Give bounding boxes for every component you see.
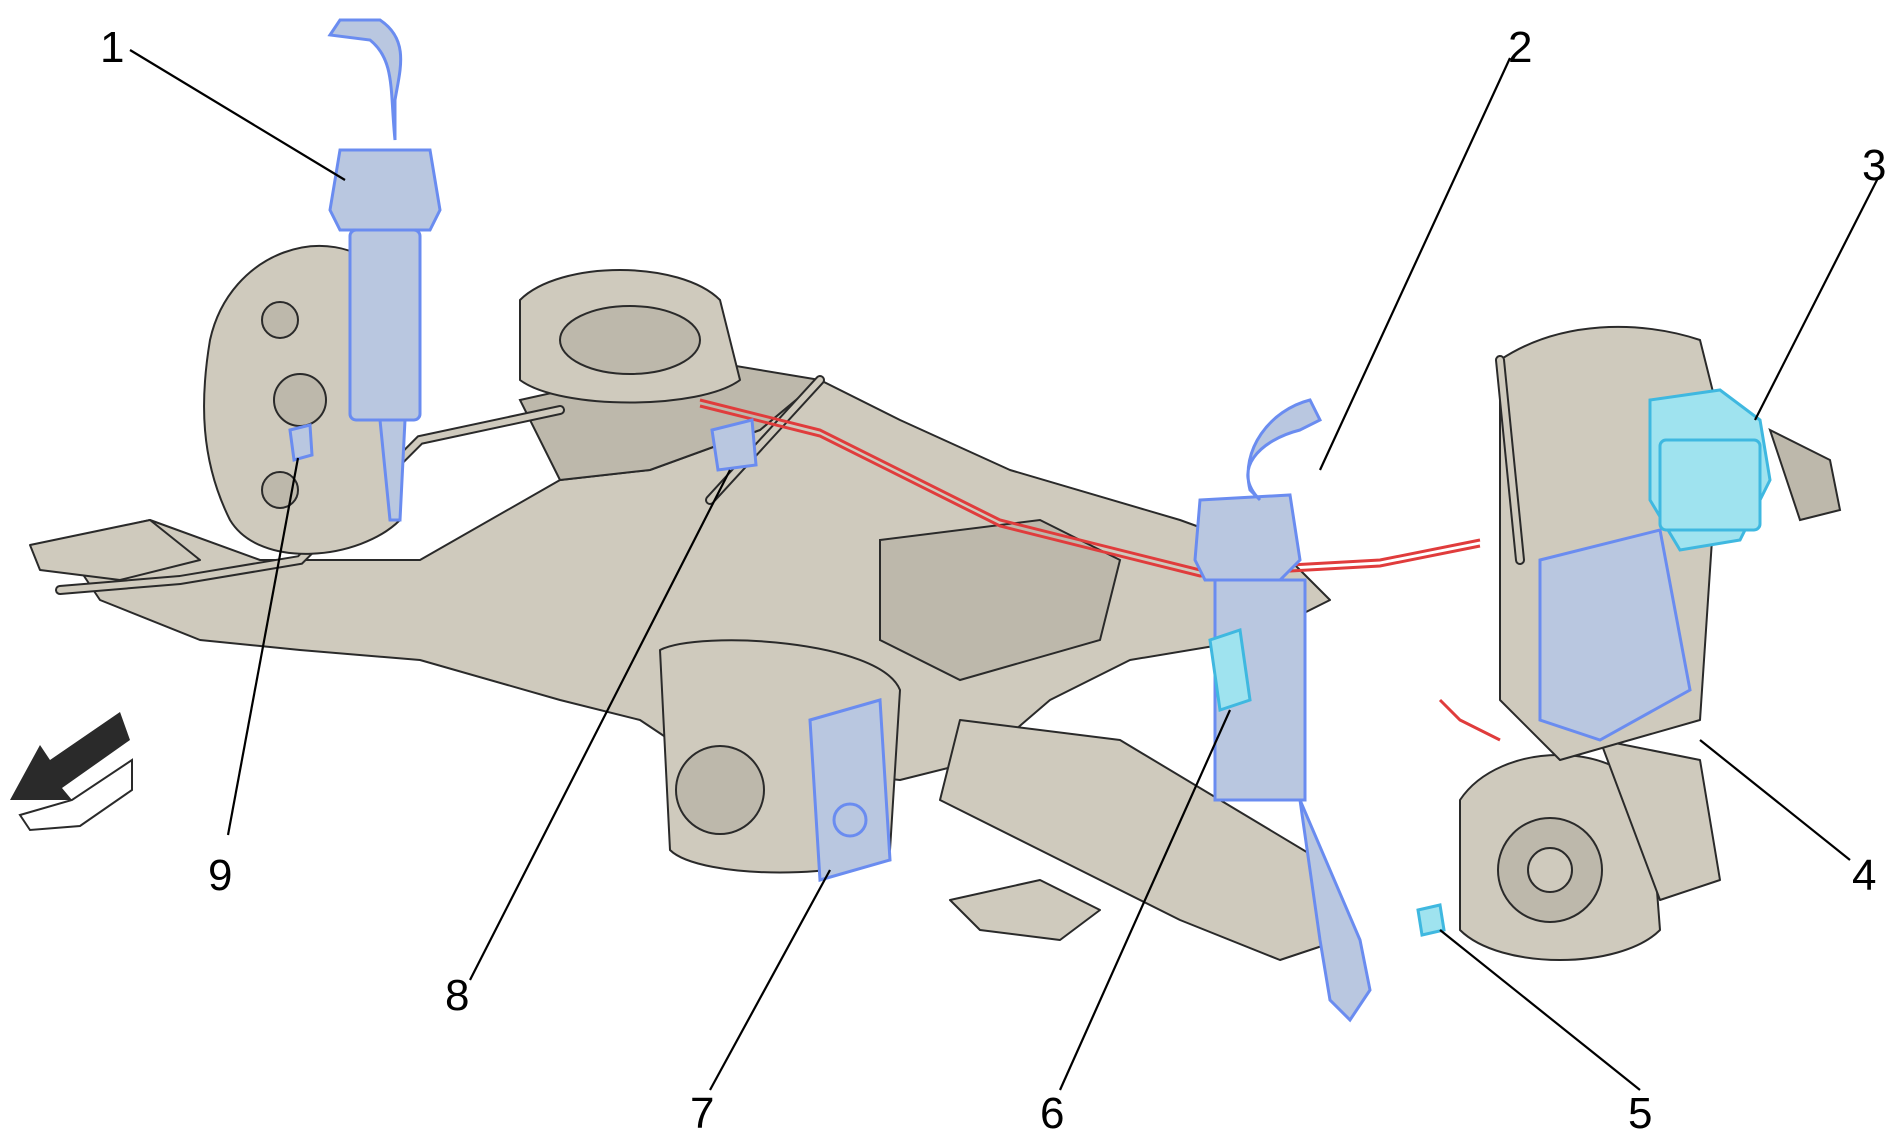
- callout-3: 3: [1862, 141, 1886, 190]
- leader-7: [709, 869, 831, 1091]
- air-lines: [699, 398, 1501, 742]
- leader-8: [469, 469, 731, 981]
- right-hub-assembly: [1459, 739, 1721, 961]
- callout-6: 6: [1040, 1089, 1064, 1137]
- callout-labels: 1 2 3 4 5 6 7 8 9: [100, 23, 1886, 1137]
- right-air-strut: [1193, 398, 1372, 1023]
- wheel-speed-sensor: [1416, 903, 1446, 937]
- callout-4: 4: [1852, 851, 1876, 900]
- callout-2: 2: [1508, 23, 1532, 72]
- leader-5: [1439, 929, 1641, 1091]
- callout-5: 5: [1628, 1089, 1652, 1137]
- leader-1: [129, 49, 346, 181]
- ride-height-sensor-left: [288, 423, 314, 462]
- left-air-strut: [327, 18, 442, 522]
- ride-height-sensor-right: [1208, 628, 1252, 712]
- direction-arrow-icon: [10, 712, 133, 832]
- compressor-module: [1648, 388, 1842, 552]
- leader-4: [1699, 739, 1851, 861]
- leader-9: [226, 457, 300, 836]
- ride-height-sensor-center: [710, 418, 758, 472]
- leader-3: [1754, 177, 1879, 421]
- rear-subframe: [29, 358, 1341, 961]
- callout-9: 9: [208, 851, 232, 900]
- leader-6: [1058, 709, 1232, 1091]
- leader-2: [1319, 57, 1511, 471]
- callout-7: 7: [690, 1089, 714, 1137]
- callout-1: 1: [100, 23, 124, 72]
- control-module: [808, 698, 892, 882]
- leader-lines: [129, 49, 1879, 1091]
- callout-8: 8: [445, 971, 469, 1020]
